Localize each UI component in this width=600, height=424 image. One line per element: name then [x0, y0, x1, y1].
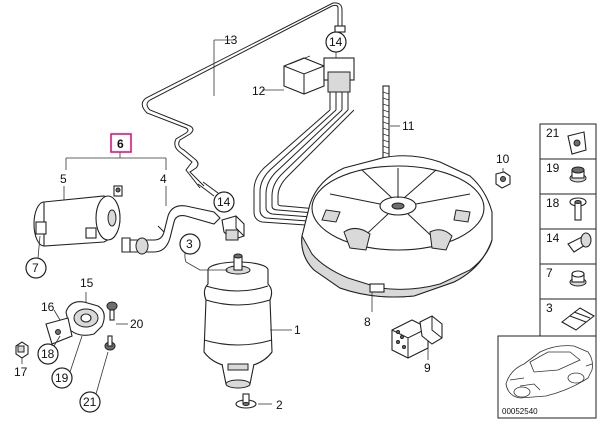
callout-1: 1 — [294, 323, 301, 337]
air-line-4[interactable] — [121, 205, 221, 255]
side-item-14[interactable]: 14 — [546, 231, 592, 253]
air-spring-1[interactable] — [203, 253, 273, 389]
callout-2: 2 — [276, 398, 283, 412]
svg-text:19: 19 — [546, 161, 560, 175]
valve-block-15[interactable] — [65, 301, 105, 336]
clip-17[interactable] — [15, 341, 29, 359]
nut-10[interactable] — [495, 171, 511, 189]
callout-5: 5 — [60, 172, 67, 186]
callout-17: 17 — [14, 365, 28, 379]
connector-14[interactable] — [221, 215, 245, 241]
side-item-7[interactable]: 7 — [546, 266, 587, 287]
bracket-16[interactable] — [45, 317, 73, 345]
svg-text:18: 18 — [546, 196, 560, 210]
side-item-21[interactable]: 21 — [546, 126, 587, 155]
svg-text:7: 7 — [546, 266, 553, 280]
svg-text:14: 14 — [217, 195, 231, 209]
vehicle-thumbnail: 00052540 — [497, 335, 597, 419]
svg-text:7: 7 — [32, 261, 39, 275]
screw-20-a[interactable] — [106, 301, 118, 321]
air-lines-bundle[interactable] — [253, 109, 355, 227]
pressure-sensor-9[interactable] — [391, 315, 443, 359]
callout-3-group: 3 — [179, 233, 228, 271]
side-item-3[interactable]: 3 — [546, 301, 595, 331]
svg-text:3: 3 — [186, 237, 193, 251]
bolt-2[interactable] — [235, 393, 257, 409]
svg-text:3: 3 — [546, 301, 553, 315]
callout-11: 11 — [402, 119, 415, 133]
air-line-13[interactable] — [141, 2, 346, 197]
side-panel — [539, 123, 597, 337]
screw-20-b[interactable] — [104, 335, 116, 351]
svg-text:14: 14 — [546, 231, 560, 245]
side-item-19[interactable]: 19 — [546, 161, 587, 183]
callout-13: 13 — [224, 33, 238, 47]
svg-text:21: 21 — [83, 395, 97, 409]
svg-text:21: 21 — [546, 126, 560, 140]
solenoid-valve-14-top[interactable] — [323, 57, 355, 110]
callout-18-main: 18 — [37, 335, 61, 365]
callout-4: 4 — [160, 172, 167, 186]
callout-16: 16 — [41, 300, 55, 314]
reference-code: 00052540 — [502, 407, 538, 416]
svg-text:14: 14 — [329, 35, 343, 49]
callout-19-main: 19 — [51, 335, 83, 389]
callout-14-mid: 14 — [213, 191, 235, 213]
callout-9: 9 — [424, 361, 431, 375]
svg-text:18: 18 — [41, 347, 55, 361]
callout-6: 6 — [110, 133, 132, 153]
callout-21-main: 21 — [79, 351, 109, 413]
callout-10: 10 — [496, 152, 510, 166]
callout-20: 20 — [130, 317, 144, 331]
bracket-6 — [65, 152, 167, 170]
callout-7-main: 7 — [25, 235, 47, 279]
callout-14-top: 14 — [325, 31, 347, 58]
callout-8: 8 — [364, 315, 371, 329]
side-item-18[interactable]: 18 — [546, 196, 587, 221]
svg-text:19: 19 — [55, 371, 69, 385]
callout-12: 12 — [252, 84, 266, 98]
relay-12[interactable] — [283, 55, 325, 95]
svg-text:6: 6 — [117, 137, 124, 151]
air-reservoir-8[interactable] — [301, 155, 493, 298]
air-dryer-5[interactable] — [33, 185, 123, 247]
callout-15: 15 — [80, 276, 94, 290]
